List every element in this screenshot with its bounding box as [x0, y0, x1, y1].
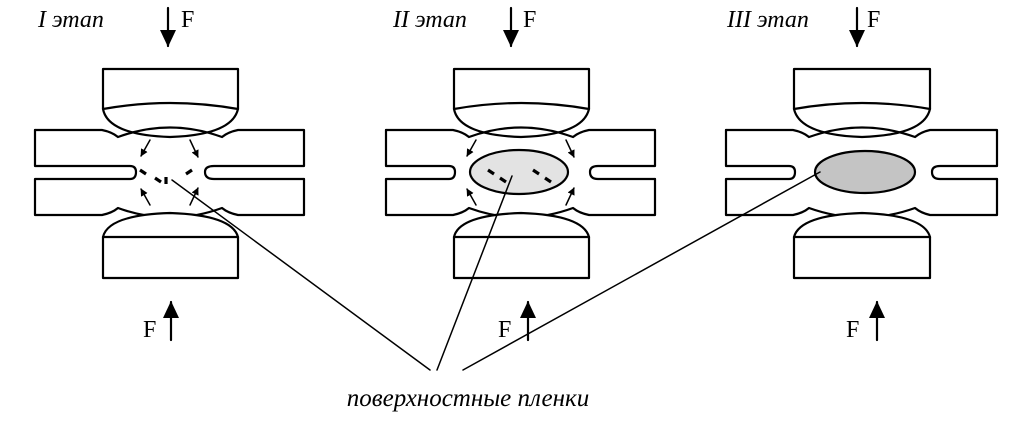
stage-2-pressure-arrows	[466, 139, 575, 206]
stage-1-title: I этап	[37, 7, 104, 33]
stage-3-force-top-label: F	[867, 7, 880, 33]
stage-1-force-bottom-arrow	[163, 300, 179, 342]
leader-line-stage-1	[171, 179, 431, 371]
stage-3-weld-nugget	[813, 149, 917, 195]
stage-1-force-top-label: F	[181, 7, 194, 33]
stage-2-lower-electrode	[452, 235, 591, 280]
stage-2-upper-electrode-tip	[452, 101, 591, 139]
stage-3-force-bottom-label: F	[846, 317, 859, 343]
surface-films-caption: поверхностные пленки	[347, 385, 590, 412]
stage-3-force-bottom-arrow	[869, 300, 885, 342]
stage-1-sheets	[33, 126, 306, 219]
stage-1: I этап F F	[33, 6, 306, 343]
stage-1-upper-electrode-tip	[101, 101, 240, 139]
stage-1-force-bottom-label: F	[143, 317, 156, 343]
stage-2-sheets	[384, 126, 657, 219]
stage-3-upper-electrode-tip	[792, 101, 932, 139]
stage-1-force-top-arrow	[160, 6, 176, 48]
stage-3-title: III этап	[726, 7, 809, 33]
stage-2-force-top-label: F	[523, 7, 536, 33]
leader-line-stage-3	[462, 171, 821, 371]
stage-3-force-top-arrow	[849, 6, 865, 48]
stage-2-force-bottom-label: F	[498, 317, 511, 343]
stage-1-lower-electrode	[101, 235, 240, 280]
stage-2-surface-films	[487, 168, 552, 184]
stage-2-title: II этап	[392, 7, 467, 33]
caption-leader-lines	[171, 171, 821, 371]
stage-2: II этап F F	[384, 6, 657, 343]
stage-3-lower-electrode	[792, 235, 932, 280]
stage-3-sheets	[724, 126, 999, 219]
stage-1-surface-films	[139, 168, 193, 184]
stage-2-force-top-arrow	[503, 6, 519, 48]
leader-line-stage-2	[436, 175, 513, 371]
stage-2-weld-nugget	[468, 148, 570, 196]
stage-3: III этап F F	[724, 6, 999, 343]
